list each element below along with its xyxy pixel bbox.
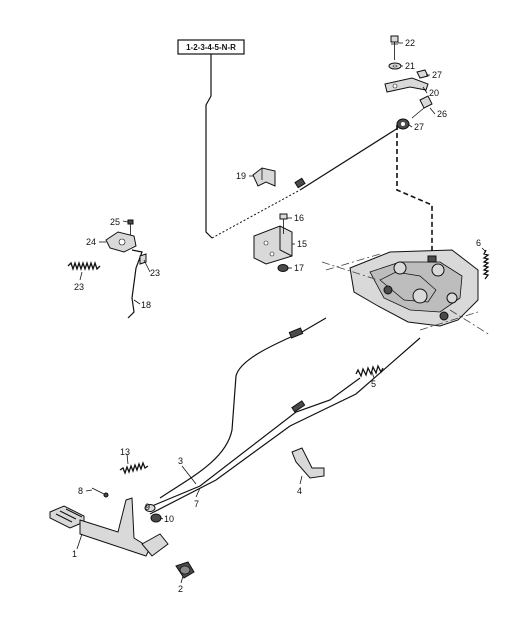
callout-5: 5 [371,379,376,389]
nut-27-top [416,69,429,79]
washer-19 [388,62,402,70]
svg-text:1-2-3-4-5-N-R: 1-2-3-4-5-N-R [186,43,236,52]
cable-3 [151,377,361,507]
callout-20: 22 [405,38,415,48]
callout-leaders [76,42,487,584]
axle-centerline-left [321,261,379,281]
cable-7 [159,317,327,499]
axle-centerline-right [449,309,491,336]
bracket-17 [252,167,276,187]
callout-18: 20 [429,88,439,98]
callout-27-top: 27 [432,70,442,80]
callout-9: 9 [145,502,150,512]
model-code-label: 1-2-3-4-5-N-R [177,39,245,55]
bracket-24 [105,231,137,253]
callout-24: 24 [86,237,96,247]
cable-3-lower [149,337,421,515]
callout-22: 23 [150,268,160,278]
bracket-14 [253,225,293,265]
axle-line-lower [419,311,479,331]
bushing-2 [175,561,195,579]
callout-3: 3 [178,456,183,466]
code-leader-line [205,54,213,239]
bracket-18 [384,77,429,93]
rod-end [294,177,306,189]
callout-27-lower: 27 [414,122,424,132]
callout-26: 26 [437,109,447,119]
bolt-15 [279,213,288,234]
washer-9 [144,504,156,512]
ball-joint-26 [411,95,433,119]
callout-7: 7 [194,499,199,509]
callout-13: 13 [120,447,130,457]
callout-1: 1 [72,549,77,559]
callout-17: 19 [236,171,246,181]
callout-4: 4 [297,486,302,496]
rod-dotted-line [211,189,301,239]
callout-15: 16 [294,213,304,223]
spring-5 [355,364,384,378]
callout-8: 8 [78,486,83,496]
spring-23 [67,260,101,272]
callout-10: 10 [164,514,174,524]
spring-13 [119,461,149,475]
transaxle-assembly [349,249,479,327]
callout-21: 18 [141,300,151,310]
nut-10 [150,513,162,523]
axle-line-upper [325,253,381,271]
pin-8 [91,487,109,498]
spring-6 [482,249,490,280]
bracket-4 [291,447,325,479]
control-rod [299,127,399,191]
rod-21 [127,249,143,319]
callout-19: 21 [405,61,415,71]
cable-end-upper [288,327,304,339]
callout-23: 23 [74,282,84,292]
callout-25: 25 [110,217,120,227]
callout-2: 2 [178,584,183,594]
bolt-20 [390,35,399,60]
callout-6: 6 [476,238,481,248]
shift-rod-dashed [396,125,433,255]
nut-16 [277,264,289,272]
callout-14: 15 [297,239,307,249]
cable-end-lower [291,400,306,413]
callout-16: 17 [294,263,304,273]
pedal-assembly-1 [49,497,169,557]
nut-27-lower [396,118,410,130]
callout-labels: 22 21 27 20 26 27 19 16 15 17 25 24 23 1… [72,38,481,594]
